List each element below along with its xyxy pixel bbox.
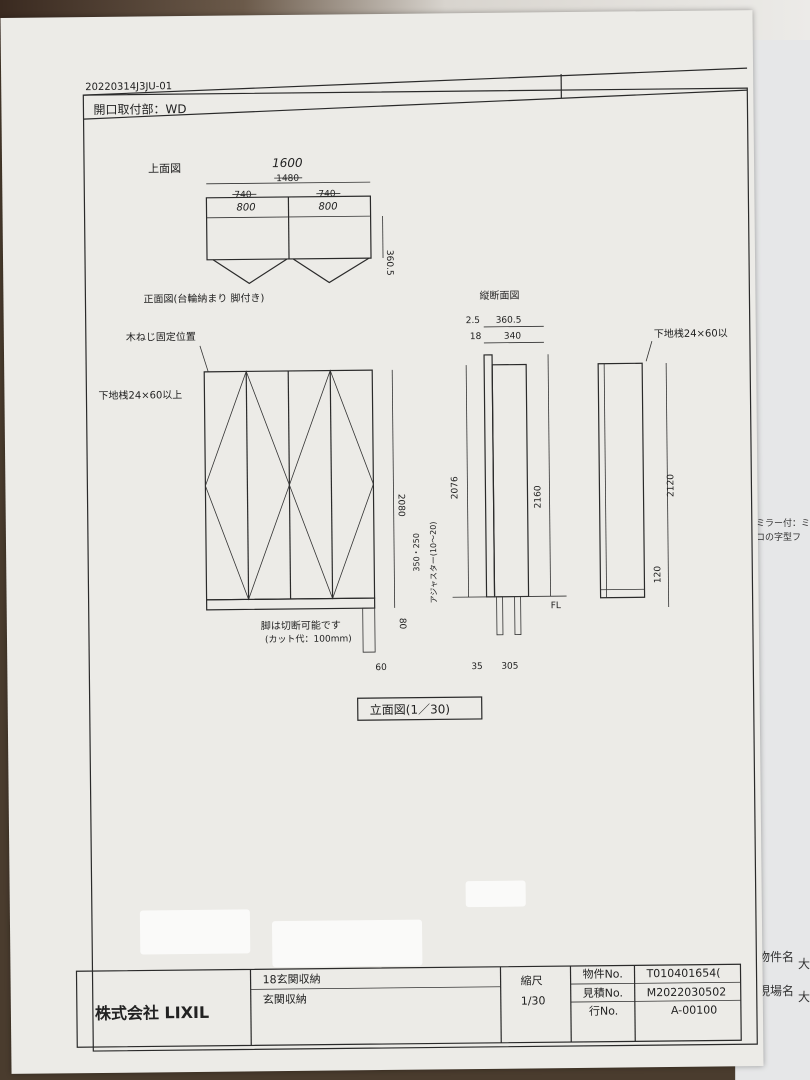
leg-width: 60 — [375, 663, 387, 673]
adjuster-range: 350・250 — [412, 533, 421, 572]
section-body — [491, 363, 530, 598]
company-logo-text: 株式会社 LIXIL — [95, 1003, 209, 1023]
frag-c: 大 — [798, 957, 810, 971]
tape-mark-1 — [139, 909, 251, 955]
property-label: 物件名 — [758, 950, 795, 964]
leg-offset: 35 — [471, 662, 483, 672]
side-height: 2120 — [666, 474, 676, 497]
item-no-value: T010401654( — [645, 966, 720, 980]
section-view-label: 縦断面図 — [479, 289, 519, 302]
right-struck: 740 — [318, 189, 336, 199]
product-code: 18玄関収納 — [262, 972, 320, 987]
base-note: 下地桟24×60以上 — [98, 388, 182, 402]
leg-depth: 305 — [501, 662, 518, 672]
dim-b: 360.5 — [496, 316, 522, 326]
product-name: 玄関収納 — [263, 992, 307, 1006]
section-leg-front — [496, 596, 504, 636]
tape-mark-3 — [465, 880, 526, 908]
row-no-label: 行No. — [589, 1005, 618, 1018]
header-line-2 — [83, 89, 748, 120]
left-handwritten: 800 — [236, 202, 255, 213]
width-struck: 1480 — [276, 174, 299, 184]
floor-label: FL — [551, 601, 561, 611]
side-bottom: 120 — [653, 566, 663, 584]
door-swing-right — [292, 257, 370, 284]
mirror-note-2: コの字型フ — [756, 533, 802, 543]
mirror-note-1: ミラー付：ミ — [756, 519, 810, 529]
title-block — [75, 963, 742, 1048]
adjuster-note: アジャスター(10～20) — [429, 522, 439, 604]
door-swing-left — [212, 258, 288, 285]
left-struck: 740 — [234, 190, 252, 200]
drawing-svg: 20220314J3JU-01 開口取付部：WD 上面図 1600 1480 7… — [75, 67, 758, 1052]
item-no-label: 物件No. — [582, 967, 622, 981]
inner-height: 2076 — [450, 476, 460, 499]
doc-code: 20220314J3JU-01 — [85, 81, 172, 93]
front-leg — [362, 607, 376, 653]
row-no-value: A-00100 — [671, 1004, 717, 1017]
drawing-paper: 20220314J3JU-01 開口取付部：WD 上面図 1600 1480 7… — [0, 10, 764, 1074]
header-line — [83, 67, 748, 96]
front-view-label: 正面図(台輪納まり 脚付き) — [143, 291, 264, 305]
dim-d: 340 — [504, 332, 522, 342]
section-leg-back — [514, 596, 522, 636]
top-view-label: 上面図 — [148, 162, 181, 175]
screw-note: 木ねじ固定位置 — [126, 330, 196, 344]
dim-c: 18 — [470, 332, 482, 342]
site-label: 現場名 — [758, 984, 795, 998]
hinge-diagonal-right — [289, 369, 374, 600]
estimate-value: M2022030502 — [647, 985, 727, 999]
side-cabinet — [597, 362, 646, 599]
leg-note-1: 脚は切断可能です — [261, 618, 341, 632]
frag-d: 大 — [798, 990, 810, 1004]
top-depth: 360.5 — [384, 250, 394, 276]
elevation-label-box — [357, 696, 483, 721]
leg-height: 80 — [397, 618, 407, 630]
leg-note-2: (カット代：100mm) — [265, 633, 352, 645]
total-height: 2160 — [533, 485, 543, 508]
front-height: 2080 — [395, 494, 405, 517]
dim-a: 2.5 — [466, 316, 480, 326]
right-handwritten: 800 — [318, 201, 337, 212]
width-handwritten: 1600 — [272, 156, 303, 170]
front-base — [205, 597, 376, 611]
top-width-dim — [206, 181, 371, 185]
drawing-frame — [82, 87, 758, 1052]
estimate-label: 見積No. — [583, 986, 623, 1000]
section-title: 開口取付部：WD — [93, 101, 186, 117]
scale-label: 縮尺 — [521, 973, 543, 987]
side-base-note: 下地桟24×60以 — [654, 326, 728, 340]
scale-value: 1/30 — [521, 994, 546, 1007]
tape-mark-2 — [271, 919, 423, 968]
elevation-label: 立面図(1／30) — [370, 701, 450, 717]
